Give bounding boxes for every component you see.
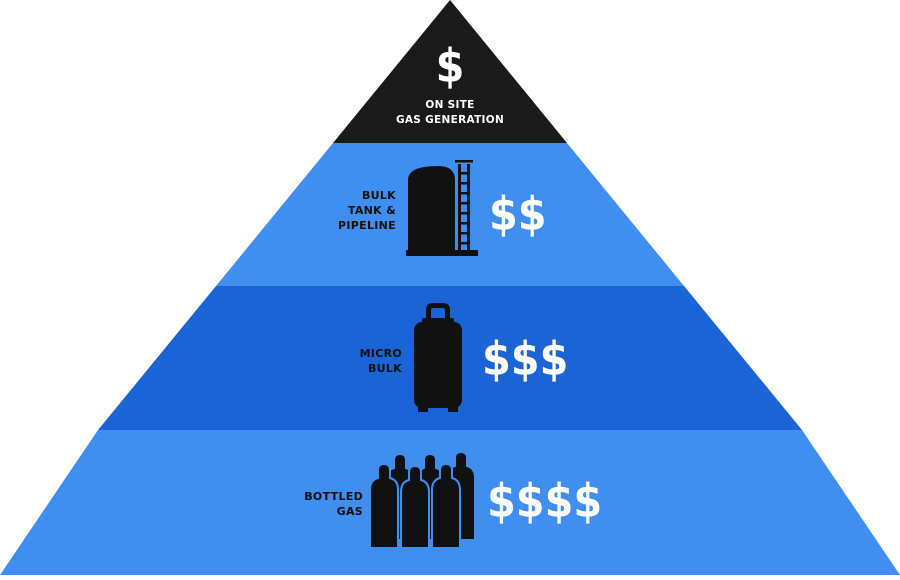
micro-bulk-cylinder-icon [414,303,462,412]
tier-3-label-line-1: MICRO [360,347,402,360]
gas-bottle-icon [369,462,399,549]
gas-bottle-icon [431,462,461,549]
tier-1-band [333,0,567,143]
tier-3-price: $$$ [482,332,568,386]
tier-2-label-line-1: BULK [362,189,396,202]
tier-2-price: $$ [489,187,547,241]
tier-4-label-line-2: GAS [337,505,363,518]
tier-2-label-line-3: PIPELINE [338,219,396,232]
tier-3-label-line-2: BULK [368,362,402,375]
gas-bottles-icon [369,450,476,549]
bulk-tank-icon [406,160,478,256]
tier-1-price: $ [436,39,465,93]
tier-4-price: $$$$ [487,474,602,528]
gas-bottle-icon [400,464,430,549]
tier-4-label-line-1: BOTTLED [304,490,363,503]
tier-1-label-line-2: GAS GENERATION [396,114,504,126]
tier-2-label-line-2: TANK & [348,204,396,217]
tier-1-label-line-1: ON SITE [425,99,474,111]
